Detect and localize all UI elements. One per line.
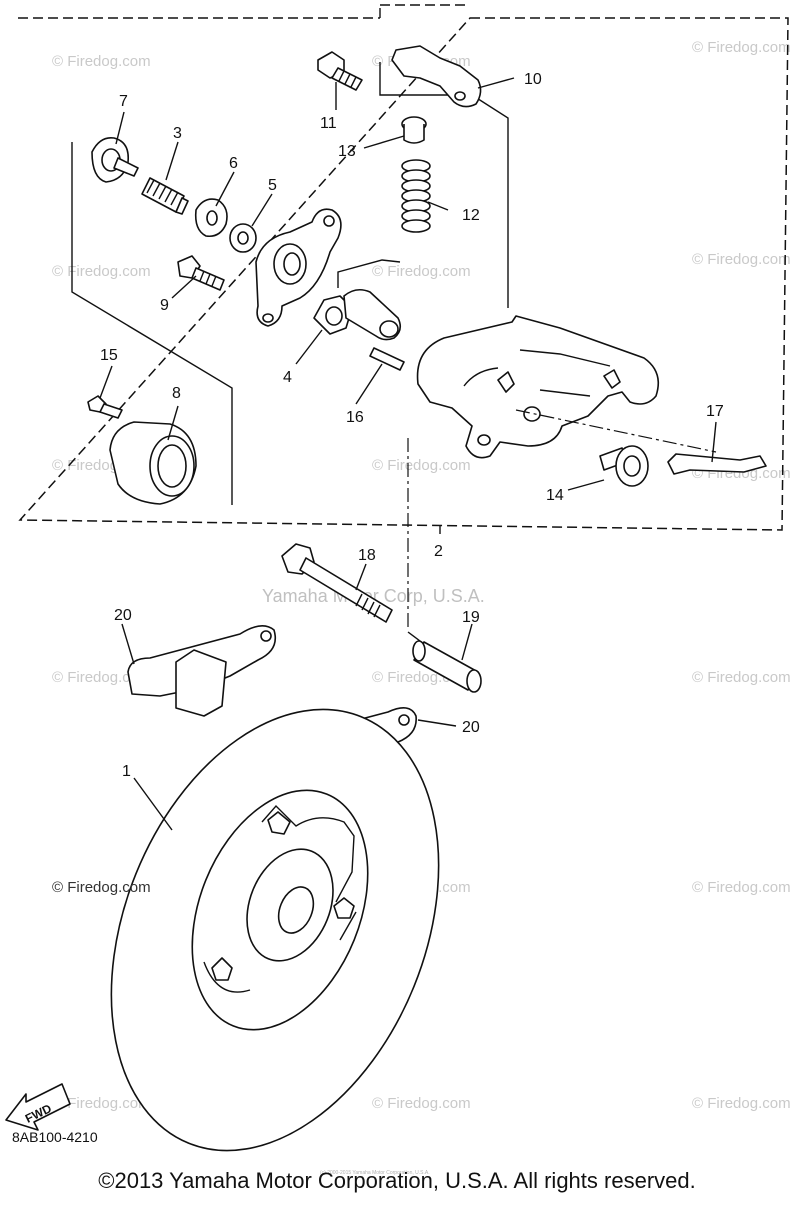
axis-line-pivot	[515, 409, 717, 453]
callout-14: 14	[546, 487, 564, 504]
part-8-cap	[109, 421, 197, 505]
bracket-line-mid	[337, 259, 401, 288]
part-4-lever	[313, 288, 402, 341]
callout-18: 18	[358, 547, 376, 564]
watermark: © Firedog.com	[692, 879, 791, 896]
watermark: © Firedog.com	[692, 39, 791, 56]
center-watermark: Yamaha Motor Corp, U.S.A.	[262, 586, 485, 606]
leader-lines	[99, 77, 717, 831]
callout-13: 13	[338, 143, 356, 160]
part-7-adjuster	[91, 136, 139, 183]
caliper-body	[416, 315, 660, 459]
callout-labels: 7 3 6 5 9 4 16 11 13 12 10 15 8 17 14 2 …	[100, 71, 724, 780]
watermark: © Firedog.com	[52, 263, 151, 280]
callout-12: 12	[462, 207, 480, 224]
callout-20-lower: 20	[462, 719, 480, 736]
bracket-line-left	[71, 142, 233, 505]
part-19-sleeve	[412, 640, 482, 693]
callout-10: 10	[524, 71, 542, 88]
caliper-assembly-outline	[18, 17, 789, 531]
part-15-screw	[87, 395, 123, 419]
diagram-code: 8AB100-4210	[12, 1129, 98, 1145]
callout-19: 19	[462, 609, 480, 626]
part-16-pin	[369, 347, 405, 371]
part-11-bolt	[317, 51, 363, 91]
callout-3: 3	[173, 125, 182, 142]
part-17-clip	[667, 453, 767, 475]
part-18-bolt	[281, 543, 393, 623]
part-5-washer	[229, 223, 257, 253]
watermark: © Firedog.com	[692, 251, 791, 268]
watermark: © Firedog.com	[372, 263, 471, 280]
callout-2: 2	[434, 543, 443, 560]
callout-16: 16	[346, 409, 364, 426]
part-9-bolt	[177, 255, 225, 291]
part-10-arm	[391, 45, 482, 108]
callout-17: 17	[706, 403, 724, 420]
watermark: © Firedog.com	[52, 1095, 151, 1112]
part-13-collar	[401, 116, 427, 144]
fwd-arrow: FWD	[5, 1083, 71, 1131]
firedog-watermark-dark: © Firedog.com	[52, 879, 151, 896]
part-14-pivot	[599, 445, 649, 487]
callout-1: 1	[122, 763, 131, 780]
watermark: © Firedog.com	[372, 1095, 471, 1112]
part-3-adjuster-rod	[141, 177, 189, 215]
tiny-notice: (c) 2000-2015 Yamaha Motor Corporation, …	[320, 1170, 430, 1176]
watermark: © Firedog.com	[52, 669, 151, 686]
callout-11: 11	[320, 115, 337, 132]
callout-9: 9	[160, 297, 169, 314]
callout-6: 6	[229, 155, 238, 172]
callout-8: 8	[172, 385, 181, 402]
copyright-line: ©2013 Yamaha Motor Corporation, U.S.A. A…	[98, 1168, 695, 1193]
callout-5: 5	[268, 177, 277, 194]
watermark: © Firedog.com	[692, 669, 791, 686]
watermark: © Firedog.com	[52, 53, 151, 70]
caliper-housing	[255, 208, 342, 327]
axis-line-sleeve	[407, 631, 425, 645]
part-1-disc	[110, 708, 440, 1152]
part-20-pad-upper	[127, 625, 277, 717]
callout-7: 7	[119, 93, 128, 110]
watermark: © Firedog.com	[372, 457, 471, 474]
callout-4: 4	[283, 369, 292, 386]
callout-20-upper: 20	[114, 607, 132, 624]
part-12-spring	[401, 159, 431, 233]
assembly-outline-notch	[379, 4, 470, 18]
watermark: © Firedog.com	[692, 1095, 791, 1112]
callout-15: 15	[100, 347, 118, 364]
part-6-cam	[194, 198, 228, 238]
